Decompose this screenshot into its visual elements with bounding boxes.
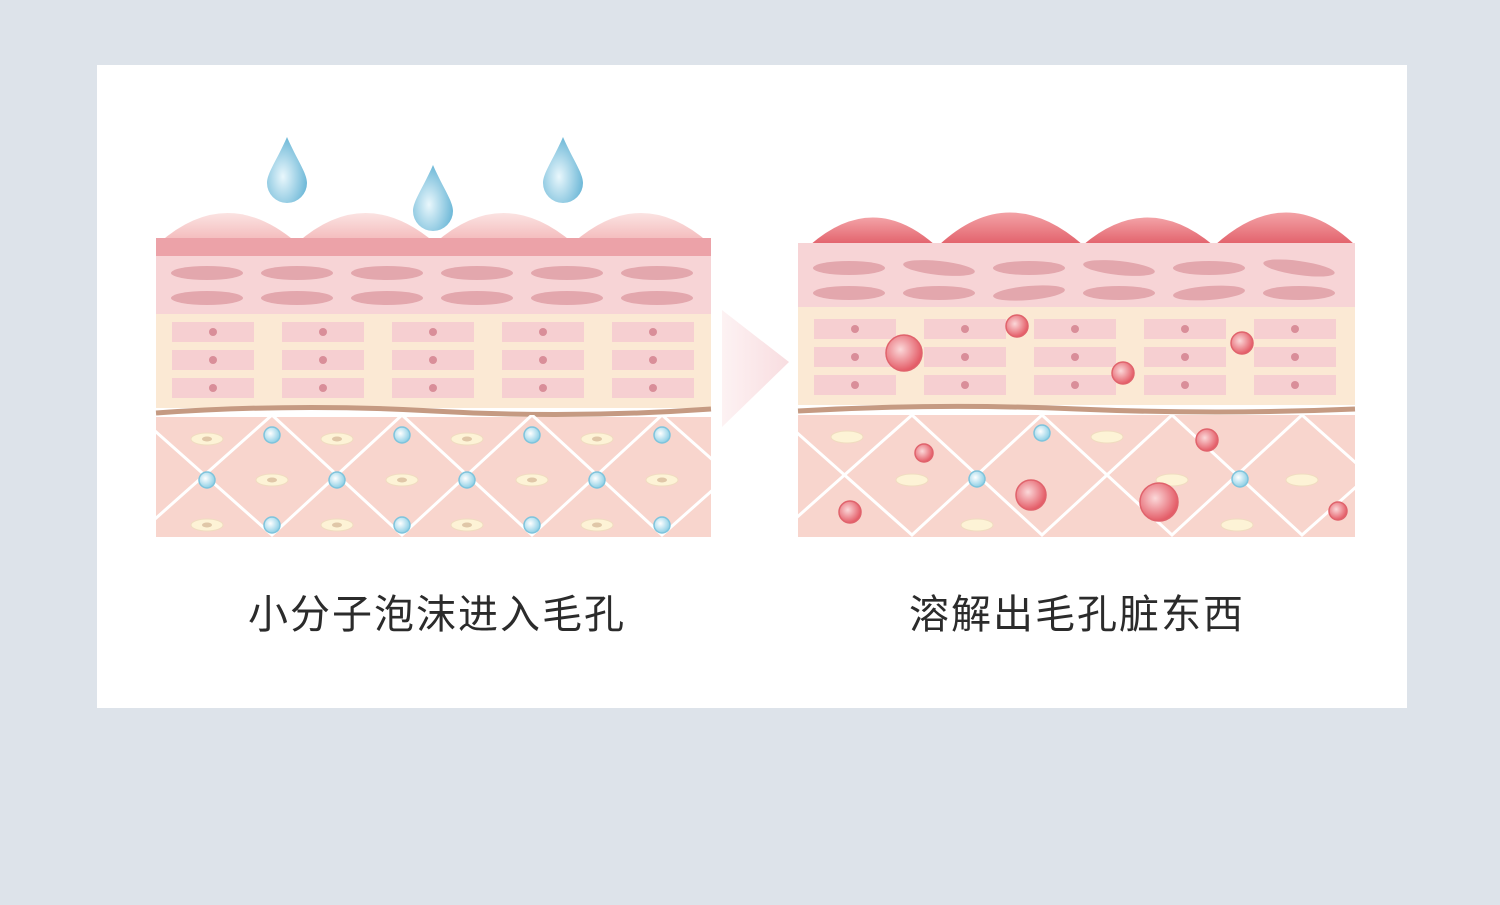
epidermis-cells-right	[814, 319, 1336, 395]
water-droplets	[267, 137, 583, 231]
caption-dissolve-pore-dirt: 溶解出毛孔脏东西	[909, 592, 1245, 638]
skin-surface-domes-red	[810, 212, 1355, 245]
dirt-particles	[838, 314, 1348, 524]
arrow-right-icon	[722, 310, 789, 427]
skin-after-illustration	[797, 212, 1356, 537]
skin-diagram	[155, 137, 1356, 537]
flat-cells-row-tilted	[813, 259, 1335, 301]
skin-before-illustration	[155, 137, 712, 537]
content-card: 小分子泡沫进入毛孔 溶解出毛孔脏东西	[97, 65, 1407, 708]
epidermis-cells	[172, 322, 694, 398]
flat-cells-row	[171, 266, 693, 305]
caption-foam-enters-pores: 小分子泡沫进入毛孔	[248, 592, 626, 638]
skin-surface-domes	[159, 213, 709, 243]
collagen-network-right	[798, 415, 1355, 537]
collagen-network	[156, 415, 711, 537]
